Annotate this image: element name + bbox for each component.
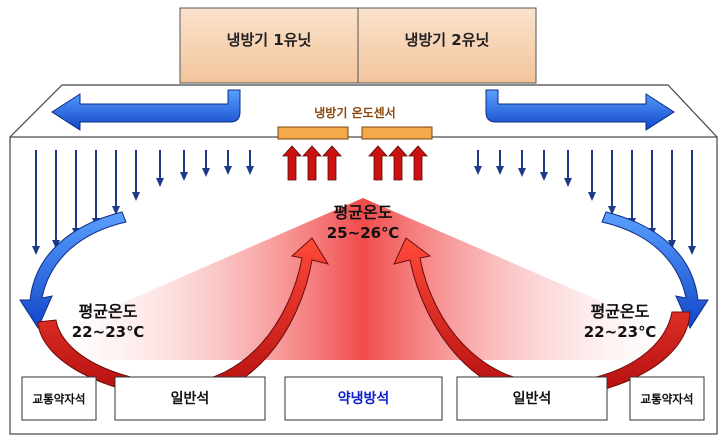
cooling-unit-2-label: 냉방기 2유닛	[404, 31, 490, 49]
circulation-arrow-right-blue	[601, 211, 709, 330]
downflow-arrow-head-left-8	[202, 168, 210, 177]
temperature-sensor-right	[361, 126, 433, 140]
downflow-arrow-head-right-8	[518, 168, 526, 177]
right-average-temperature: 평균온도 22~23℃	[560, 302, 680, 342]
cold-air-arrow-left-outlet	[51, 89, 241, 131]
center-temp-label: 평균온도	[333, 203, 393, 222]
seat-right-general-label: 일반석	[512, 391, 552, 407]
downflow-arrow-head-right-9	[496, 166, 504, 175]
warm-air-up-arrow-1	[302, 145, 322, 181]
left-temp-value: 22~23℃	[71, 323, 145, 341]
cooling-unit-1	[179, 7, 359, 84]
warm-air-up-arrow-2	[322, 145, 342, 181]
seat-box-right-general	[456, 376, 608, 421]
warm-zone-right	[363, 198, 697, 360]
downflow-arrow-head-left-7	[180, 172, 188, 181]
downflow-arrows	[32, 150, 696, 255]
circulation-arrow-left-blue	[19, 211, 127, 330]
seat-box-left-general	[114, 376, 266, 421]
cabin-roof	[9, 84, 718, 138]
downflow-arrow-head-left-1	[52, 240, 60, 249]
warm-air-up-arrow-0	[282, 145, 302, 181]
warm-air-up-arrows	[282, 145, 428, 181]
seat-box-right-priority	[629, 376, 705, 421]
warm-air-up-arrow-5	[408, 145, 428, 181]
temperature-sensor-left	[277, 126, 349, 140]
temperature-sensor-label: 냉방기 온도센서	[314, 106, 396, 120]
downflow-arrow-head-left-9	[224, 166, 232, 175]
downflow-arrow-head-right-1	[668, 240, 676, 249]
downflow-arrow-head-left-5	[132, 192, 140, 201]
downflow-arrow-head-left-0	[32, 246, 40, 255]
downflow-arrow-head-left-4	[112, 206, 120, 215]
downflow-arrow-head-left-6	[156, 178, 164, 187]
left-temp-label: 평균온도	[78, 302, 138, 321]
right-temp-label: 평균온도	[590, 302, 650, 321]
seat-left-general-label: 일반석	[170, 391, 210, 407]
seat-box-left-priority	[21, 376, 97, 421]
cooling-unit-1-label: 냉방기 1유닛	[226, 31, 312, 49]
left-average-temperature: 평균온도 22~23℃	[48, 302, 168, 342]
seat-right-priority-label: 교통약자석	[640, 392, 694, 406]
downflow-arrow-head-right-10	[474, 166, 482, 175]
downflow-arrow-head-right-6	[564, 178, 572, 187]
cold-air-arrow-right-outlet	[485, 89, 675, 131]
warm-air-up-arrow-4	[388, 145, 408, 181]
downflow-arrow-head-right-4	[608, 206, 616, 215]
cooling-unit-2	[357, 7, 537, 84]
downflow-arrow-head-right-5	[588, 192, 596, 201]
seat-left-priority-label: 교통약자석	[32, 392, 86, 406]
downflow-arrow-head-left-10	[246, 166, 254, 175]
downflow-arrow-head-right-7	[540, 172, 548, 181]
center-temp-value: 25~26℃	[326, 224, 400, 242]
seat-box-center	[284, 376, 443, 421]
downflow-arrow-head-right-0	[688, 246, 696, 255]
center-average-temperature: 평균온도 25~26℃	[300, 203, 426, 243]
right-temp-value: 22~23℃	[583, 323, 657, 341]
seat-center-weak-cooling-label: 약냉방석	[337, 391, 390, 407]
warm-air-up-arrow-3	[368, 145, 388, 181]
